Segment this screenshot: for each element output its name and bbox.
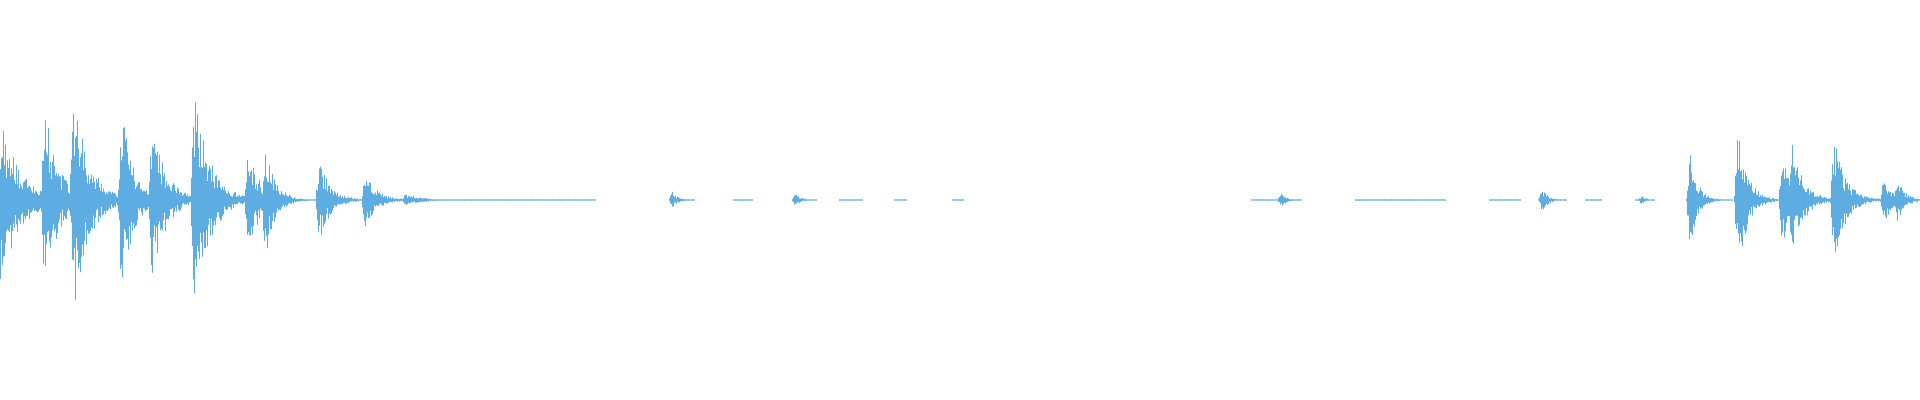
waveform-trace [0, 102, 1920, 300]
waveform-path [0, 102, 1920, 300]
